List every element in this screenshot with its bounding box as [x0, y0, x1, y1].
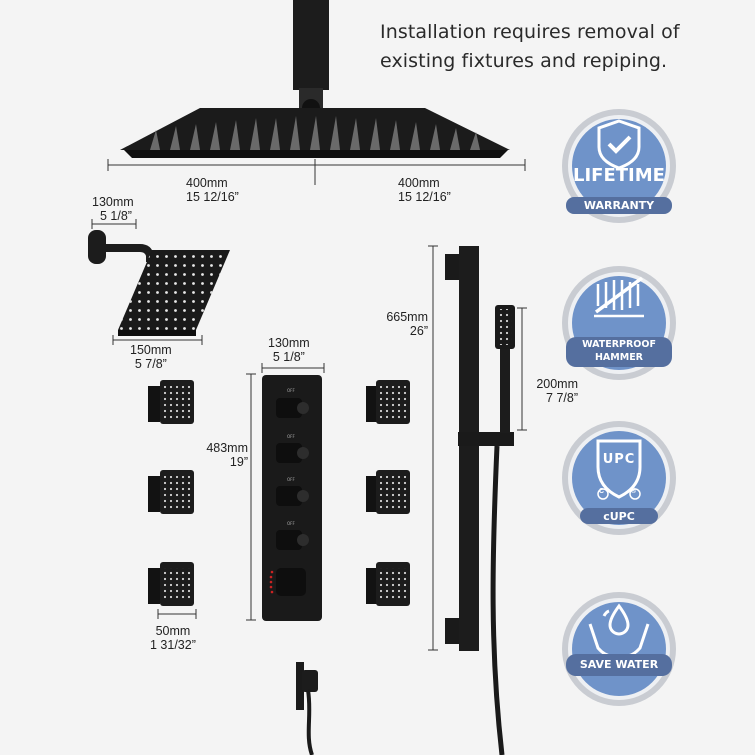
slide-bar: [445, 246, 514, 651]
body-jet-dimension-line: [157, 609, 197, 619]
badge-label: WATERPROOF: [582, 339, 656, 350]
body-jet: [366, 380, 410, 424]
hand-shower-dimension-line: [517, 307, 527, 431]
shield-check-icon: [597, 119, 641, 170]
upc-text: UPC: [602, 452, 636, 467]
knob-label: OFF: [287, 388, 295, 393]
knob-label: OFF: [287, 434, 295, 439]
registered-mark: ®: [631, 488, 637, 495]
rain-head-dimension-line: [107, 159, 526, 185]
rain-shower-head: [120, 108, 510, 158]
body-jet: [366, 562, 410, 606]
water-outlet: [296, 662, 318, 755]
valve-knob: [276, 530, 309, 550]
badge-sublabel: WARRANTY: [583, 199, 655, 212]
badge-label: SAVE WATER: [579, 658, 659, 671]
knob-label: OFF: [287, 477, 295, 482]
c-mark: C: [599, 488, 605, 495]
body-jets-right: [366, 380, 410, 606]
badge-save-water: SAVE WATER: [560, 590, 678, 708]
valve-panel: OFF OFF OFF OFF: [262, 375, 322, 621]
body-jet: [148, 380, 194, 424]
shower-hose: [490, 445, 505, 755]
badge-label: LIFETIME: [573, 165, 665, 186]
square-shower-head: [118, 250, 230, 336]
body-jet: [366, 470, 410, 514]
headline: Installation requires removal of existin…: [380, 18, 750, 76]
ceiling-pipe: [293, 0, 329, 117]
valve-dimension-lines: [246, 363, 325, 621]
badge-sublabel: cUPC: [603, 510, 635, 523]
badge-sublabel: HAMMER: [594, 352, 643, 363]
body-jets-left: [148, 380, 194, 606]
valve-knob: [276, 486, 309, 506]
knob-label: OFF: [287, 521, 295, 526]
slide-bar-dimension-line: [428, 245, 438, 651]
hand-shower: [495, 305, 515, 433]
body-jet: [148, 562, 194, 606]
body-jet: [148, 470, 194, 514]
badge-waterproof-hammer: WATERPROOF HAMMER: [560, 264, 678, 382]
valve-knob: [276, 443, 309, 463]
shower-arm: [88, 230, 154, 264]
headline-line-2: existing fixtures and repiping.: [380, 50, 668, 72]
square-head-dimension-line: [112, 335, 203, 345]
temperature-knob: [269, 568, 306, 596]
valve-knob: [276, 398, 309, 418]
upc-shield-icon: [596, 439, 642, 500]
water-hammer-icon: [594, 276, 644, 318]
badge-upc: UPC C ® cUPC: [560, 419, 678, 537]
arm-dimension-line: [91, 219, 137, 229]
badge-lifetime-warranty: LIFETIME WARRANTY: [560, 107, 678, 225]
headline-line-1: Installation requires removal of: [380, 21, 680, 43]
